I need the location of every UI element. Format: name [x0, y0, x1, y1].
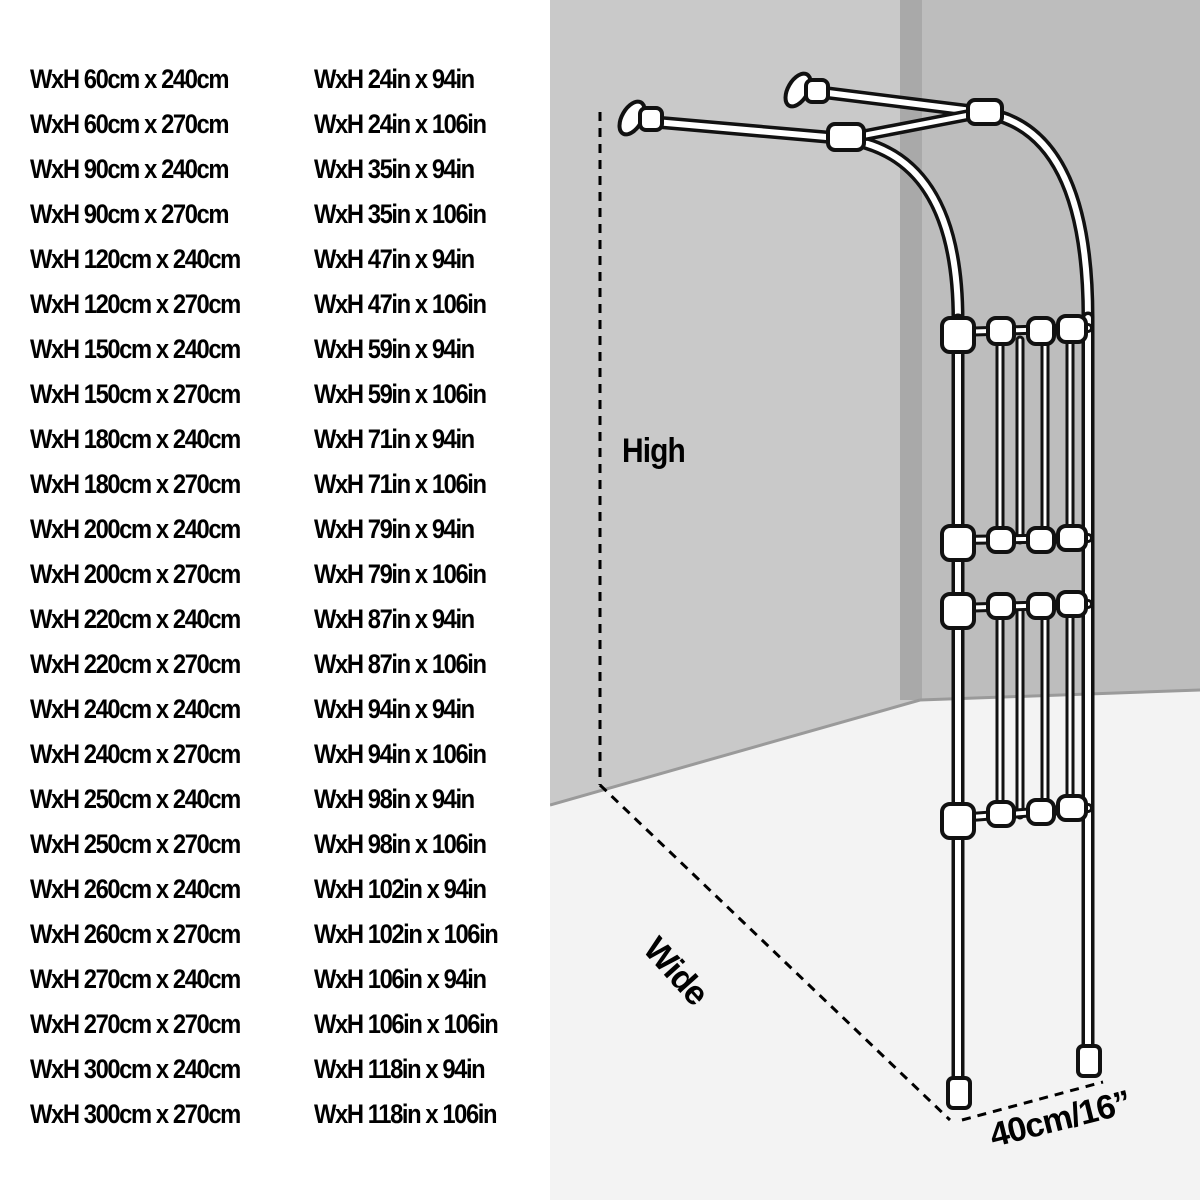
size-option: WxH 98in x 94in [314, 784, 475, 814]
depth-dimension-line [961, 1080, 1104, 1122]
size-option: WxH 220cm x 270cm [30, 649, 241, 679]
size-option: WxH 240cm x 270cm [30, 739, 241, 769]
frame-joints [826, 98, 1102, 1110]
size-option: WxH 120cm x 240cm [30, 244, 241, 274]
size-option: WxH 250cm x 270cm [30, 829, 241, 859]
size-option: WxH 260cm x 240cm [30, 874, 241, 904]
size-option: WxH 47in x 94in [314, 244, 475, 274]
room-illustration [550, 0, 1200, 1200]
wall-brackets [617, 71, 830, 137]
size-option: WxH 250cm x 240cm [30, 784, 241, 814]
size-option: WxH 150cm x 240cm [30, 334, 241, 364]
size-option: WxH 150cm x 270cm [30, 379, 241, 409]
size-option: WxH 90cm x 270cm [30, 199, 229, 229]
size-option: WxH 270cm x 270cm [30, 1009, 241, 1039]
size-option: WxH 71in x 106in [314, 469, 487, 499]
size-option: WxH 118in x 106in [314, 1099, 498, 1129]
size-option: WxH 118in x 94in [314, 1054, 486, 1084]
size-option: WxH 300cm x 240cm [30, 1054, 241, 1084]
size-option: WxH 120cm x 270cm [30, 289, 241, 319]
side-wall [920, 0, 1200, 700]
size-option: WxH 102in x 106in [314, 919, 499, 949]
height-label: High [622, 432, 686, 470]
size-option: WxH 200cm x 270cm [30, 559, 241, 589]
size-option: WxH 35in x 94in [314, 154, 475, 184]
size-option: WxH 220cm x 240cm [30, 604, 241, 634]
size-option: WxH 90cm x 240cm [30, 154, 229, 184]
size-option: WxH 47in x 106in [314, 289, 487, 319]
size-option: WxH 79in x 106in [314, 559, 487, 589]
floor-edge-side [919, 688, 1200, 702]
size-option: WxH 106in x 94in [314, 964, 487, 994]
size-option: WxH 98in x 106in [314, 829, 487, 859]
size-option: WxH 106in x 106in [314, 1009, 499, 1039]
size-option: WxH 79in x 94in [314, 514, 475, 544]
size-option: WxH 60cm x 240cm [30, 64, 229, 94]
size-option: WxH 60cm x 270cm [30, 109, 229, 139]
size-option: WxH 180cm x 240cm [30, 424, 241, 454]
size-option: WxH 71in x 94in [314, 424, 475, 454]
size-option: WxH 94in x 94in [314, 694, 475, 724]
size-option: WxH 24in x 106in [314, 109, 487, 139]
floor-edge [550, 698, 921, 807]
size-option: WxH 270cm x 240cm [30, 964, 241, 994]
size-option: WxH 240cm x 240cm [30, 694, 241, 724]
size-option: WxH 35in x 106in [314, 199, 487, 229]
size-option: WxH 59in x 94in [314, 334, 475, 364]
size-option: WxH 59in x 106in [314, 379, 487, 409]
size-option: WxH 180cm x 270cm [30, 469, 241, 499]
size-option: WxH 300cm x 270cm [30, 1099, 241, 1129]
size-option: WxH 200cm x 240cm [30, 514, 241, 544]
size-option: WxH 87in x 106in [314, 649, 487, 679]
wide-dimension-line [598, 783, 952, 1122]
size-option: WxH 24in x 94in [314, 64, 475, 94]
size-option: WxH 102in x 94in [314, 874, 487, 904]
size-option: WxH 260cm x 270cm [30, 919, 241, 949]
back-wall [550, 0, 920, 805]
size-option: WxH 87in x 94in [314, 604, 475, 634]
size-option: WxH 94in x 106in [314, 739, 487, 769]
